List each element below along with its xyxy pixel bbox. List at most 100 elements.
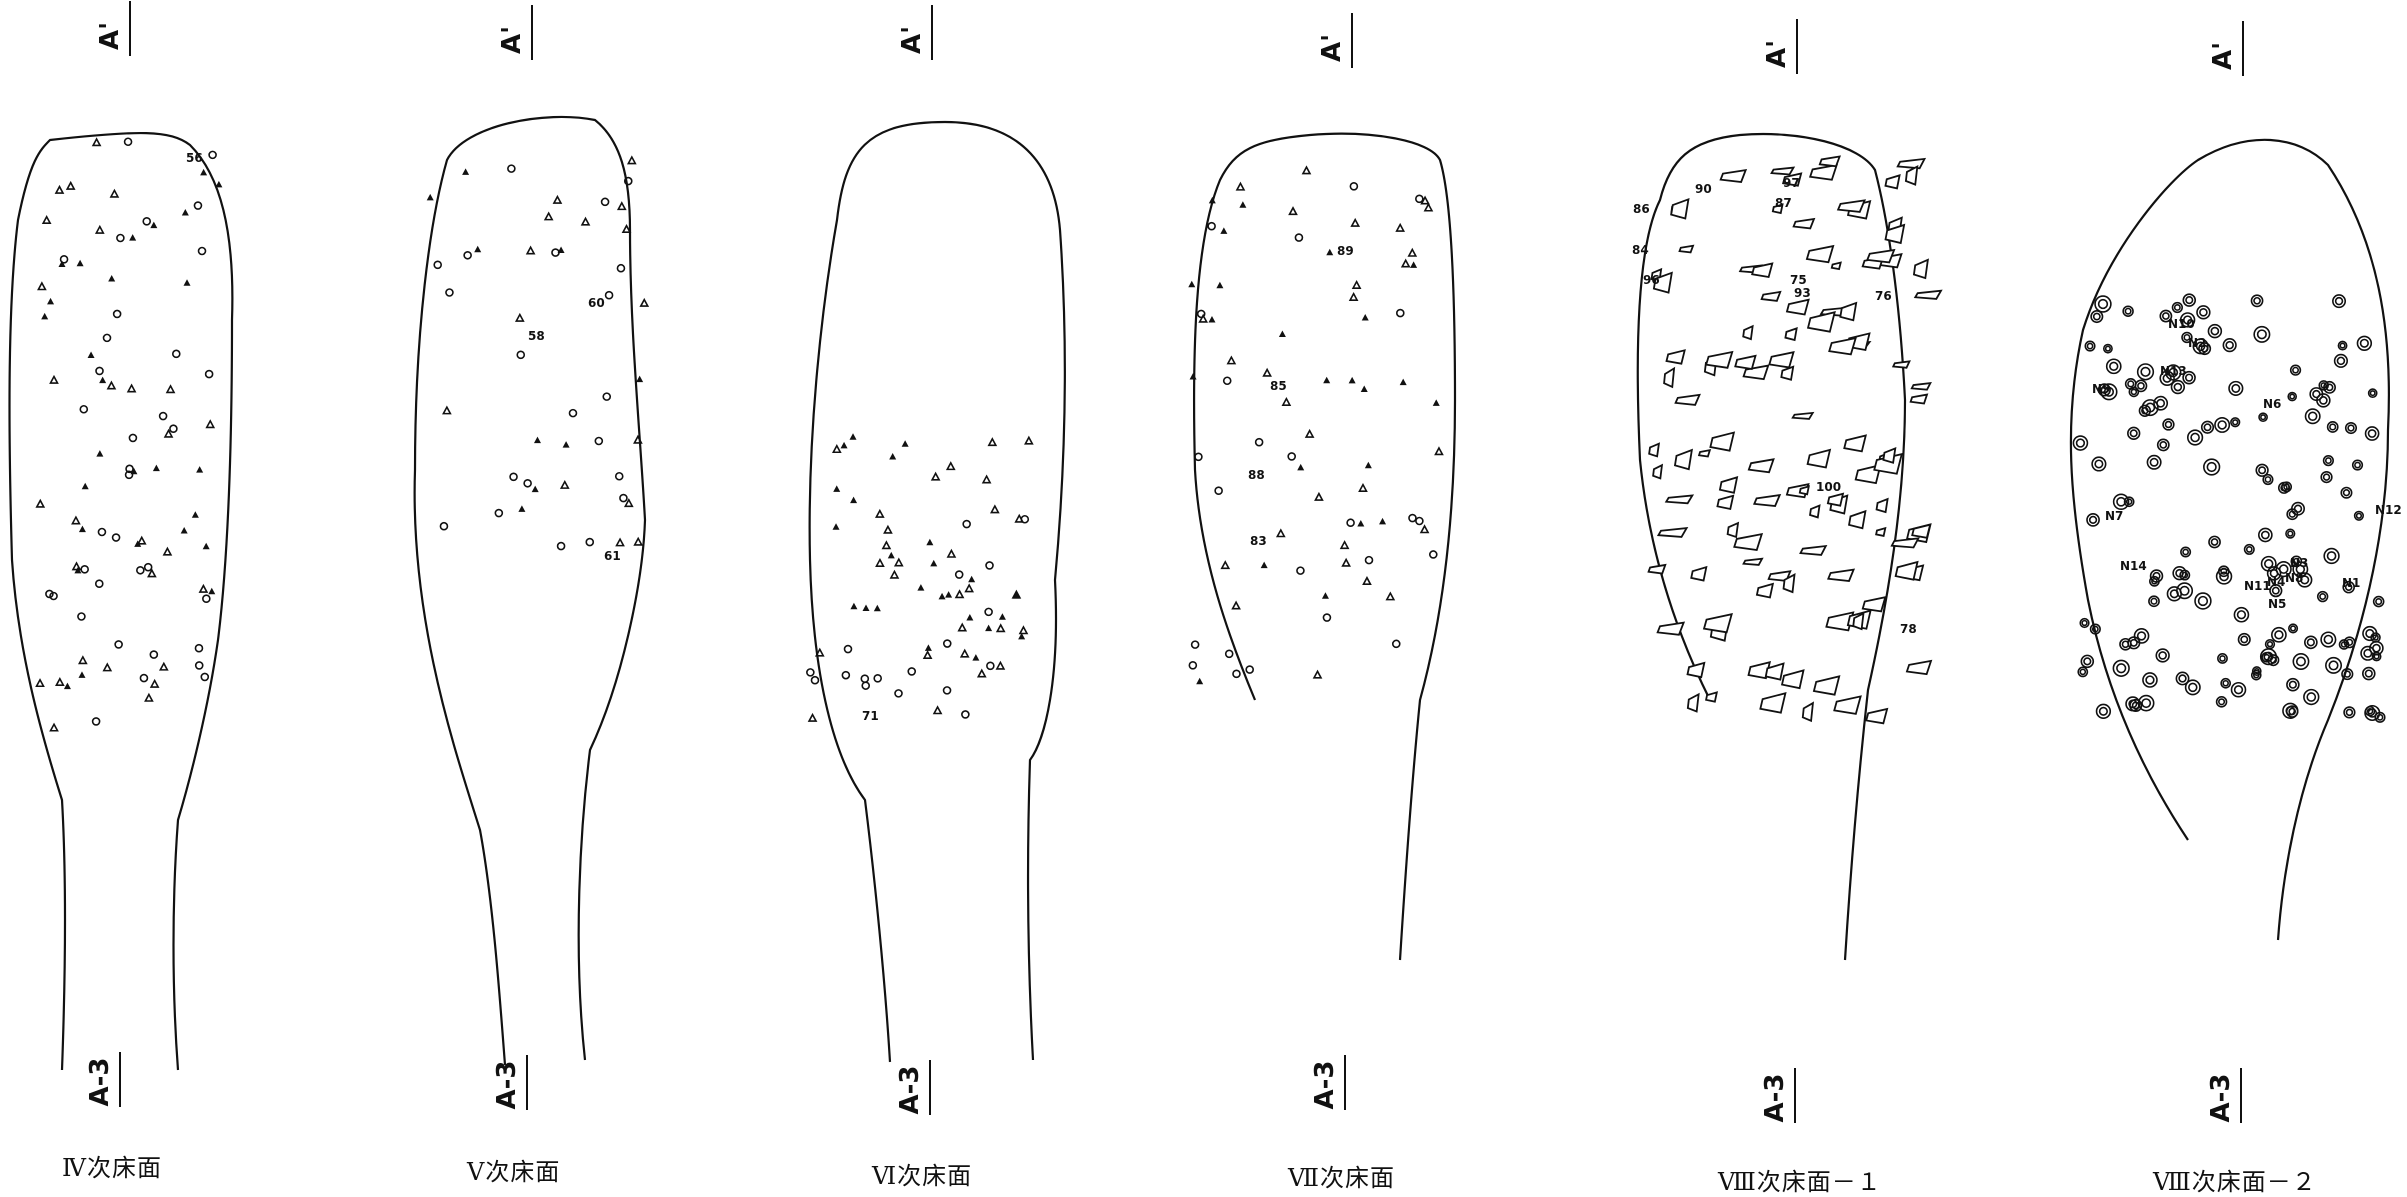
triangle-open-marker [1419,524,1430,534]
circle-marker [143,562,153,572]
circle-marker [439,521,449,531]
circle-marker [810,675,820,685]
ring-find-outer [2353,510,2364,521]
triangle-open-marker [1395,222,1406,232]
section-mark-bottom: A-3 [85,1057,115,1106]
ring-find-inner [2325,383,2334,392]
triangle-filled-marker [926,538,934,546]
ring-find-outer [2230,417,2241,428]
find-number-label: 97 [1783,176,1800,190]
triangle-open-marker [995,660,1006,670]
stone-fragment [1904,164,1919,186]
stone-fragment [1759,692,1787,714]
circle-marker [45,589,54,599]
ring-find-inner [2253,296,2261,305]
circle-marker [91,717,101,726]
triangle-open-marker [1407,247,1418,257]
triangle-filled-marker [557,246,565,253]
triangle-open-marker [55,677,65,687]
ring-find-inner [2367,708,2378,718]
circle-marker [169,424,178,434]
triangle-open-marker [525,245,536,255]
ring-find-inner [2083,657,2092,666]
triangle-open-marker [165,384,176,394]
circle-marker [1196,309,1206,319]
triangle-open-marker [580,216,591,226]
triangle-open-marker [71,515,81,525]
ring-find-outer [2361,666,2376,681]
triangle-filled-marker [917,584,925,591]
triangle-filled-marker [518,505,526,512]
stone-fragment [1884,174,1901,190]
ring-find-inner [2140,366,2151,377]
caption-floor-8-2: Ⅷ次床面－２ [2153,1168,2317,1196]
stone-fragment [1652,271,1673,294]
find-number-label: 89 [1337,244,1354,258]
triangle-open-marker [1358,482,1368,492]
ring-find-outer [2184,679,2201,696]
circle-marker [102,333,112,343]
stone-fragment [1752,493,1782,507]
circle-marker [1194,452,1203,462]
ring-find-inner [2184,373,2194,382]
triangle-open-marker [35,678,45,688]
triangle-filled-marker [58,260,66,267]
triangle-open-marker [1262,367,1272,377]
ring-find-outer [2090,310,2104,324]
ring-find-inner [2217,420,2227,430]
ring-find-outer [2289,364,2302,376]
stone-fragment [1705,350,1734,369]
triangle-filled-marker [938,592,946,600]
ring-find-outer [2285,705,2299,718]
ring-find-inner [2245,546,2253,553]
circle-marker [1415,516,1424,526]
triangle-open-marker [543,211,554,221]
ring-find-outer [2159,370,2175,387]
triangle-filled-marker [998,613,1006,620]
triangle-filled-marker [1012,592,1020,599]
ring-find-inner [2295,656,2306,667]
triangle-filled-marker [1260,561,1268,569]
ring-find-inner [2240,635,2249,644]
circle-marker [619,493,628,503]
circle-marker [1294,233,1304,242]
stone-fragment [1742,557,1764,566]
circle-marker [873,673,882,683]
pit-outline-7 [1192,132,1457,961]
circle-marker [114,640,123,649]
find-number-label: N4 [2267,575,2285,589]
circle-marker [942,686,952,695]
ring-find-inner [2312,389,2321,399]
ring-find-inner [2307,411,2318,422]
stone-fragment [1719,168,1748,183]
ring-find-outer [2155,648,2170,663]
stone-fragment [1866,248,1896,264]
triangle-open-marker [1314,491,1324,501]
circle-marker [614,471,624,481]
triangle-open-marker [1024,435,1034,445]
triangle-filled-marker [99,376,107,384]
ring-find-inner [2288,510,2296,518]
ring-find-outer [2162,418,2175,431]
triangle-open-marker [1288,206,1298,216]
ring-find-outer [2297,572,2313,588]
ring-find-inner [2322,473,2331,481]
circle-marker [202,594,211,604]
triangle-filled-marker [1432,399,1440,406]
ring-find-outer [2153,395,2169,411]
triangle-filled-marker [1410,261,1418,268]
triangle-filled-marker [41,312,49,320]
caption-floor-8-1: Ⅷ次床面－１ [1718,1168,1882,1196]
ring-find-outer [2133,628,2150,644]
triangle-filled-marker [1326,248,1334,256]
triangle-open-marker [881,540,892,550]
find-number-label: 87 [1775,196,1792,210]
ring-find-outer [2220,677,2232,689]
circle-marker [861,681,871,690]
ring-find-outer [2304,408,2321,425]
find-number-label: N1 [2342,576,2360,590]
ring-find-outer [2286,677,2300,692]
circle-marker [1346,518,1355,528]
triangle-open-marker [162,546,173,556]
section-mark-bottom: A-3 [1760,1073,1790,1122]
